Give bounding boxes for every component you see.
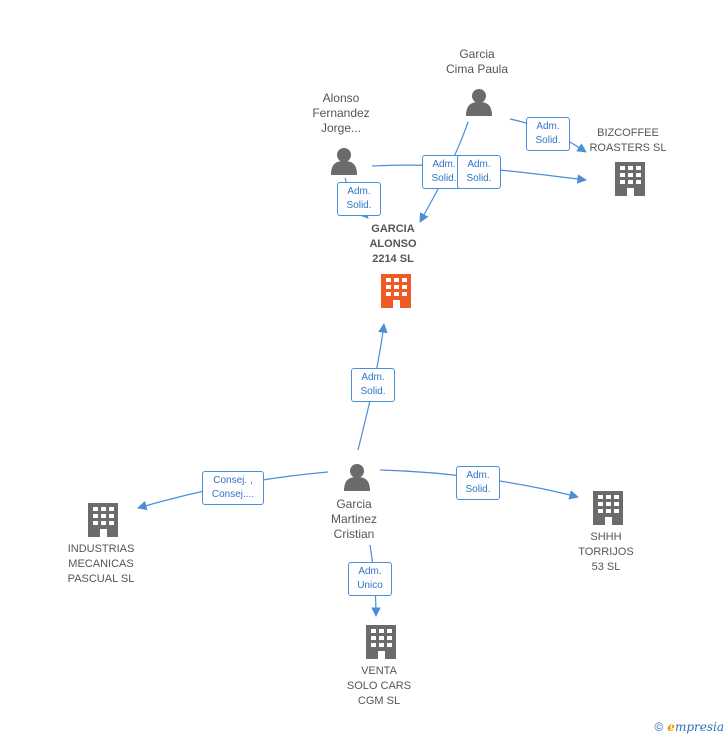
edge-label-alonso-to-focus[interactable]: Adm. Solid. — [337, 182, 381, 216]
node-label-industrias[interactable]: INDUSTRIAS MECANICAS PASCUAL SL — [67, 543, 135, 585]
node-label-venta[interactable]: VENTA SOLO CARS CGM SL — [346, 665, 412, 707]
person-icon[interactable] — [344, 464, 370, 491]
node-label-bizcoffee[interactable]: BIZCOFFEE ROASTERS SL — [589, 127, 667, 154]
footer-credit: © empresia — [654, 720, 724, 734]
building-icon[interactable] — [615, 162, 645, 196]
node-label-alonso-fernandez[interactable]: Alonso Fernandez Jorge... — [312, 91, 370, 135]
edge-label-alonso-to-bizcoffee[interactable]: Adm. Solid. — [457, 155, 501, 189]
building-icon-focus[interactable] — [381, 274, 411, 308]
node-label-garcia-cima[interactable]: Garcia Cima Paula — [445, 47, 509, 76]
node-label-focus[interactable]: GARCIA ALONSO 2214 SL — [369, 223, 417, 265]
person-icon[interactable] — [466, 89, 492, 116]
edge-label-martinez-to-industrias[interactable]: Consej. , Consej.... — [202, 471, 264, 505]
edge-label-martinez-to-focus[interactable]: Adm. Solid. — [351, 368, 395, 402]
brand-logo[interactable]: empresia — [667, 720, 724, 734]
edge-label-martinez-to-shhh[interactable]: Adm. Solid. — [456, 466, 500, 500]
node-label-garcia-martinez[interactable]: Garcia Martinez Cristian — [330, 497, 377, 541]
building-icon[interactable] — [88, 503, 118, 537]
edge-label-garcia-cima-to-bizcoffee[interactable]: Adm. Solid. — [526, 117, 570, 151]
building-icon[interactable] — [593, 491, 623, 525]
copyright-icon: © — [654, 720, 664, 734]
edge-label-martinez-to-venta[interactable]: Adm. Unico — [348, 562, 392, 596]
building-icon[interactable] — [366, 625, 396, 659]
node-label-shhh[interactable]: SHHH TORRIJOS 53 SL — [578, 531, 634, 573]
person-icon[interactable] — [331, 148, 357, 175]
